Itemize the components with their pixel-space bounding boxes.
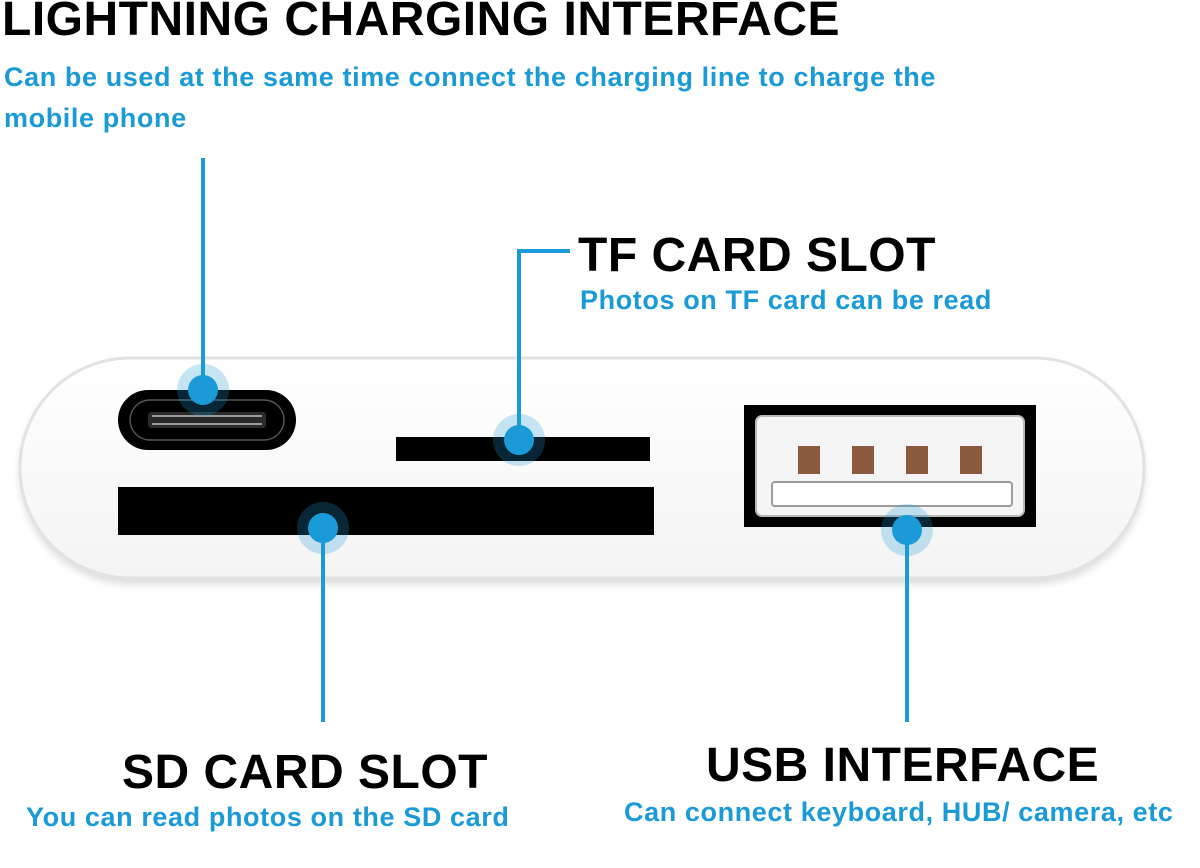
- sd-card-title: SD CARD SLOT: [122, 746, 488, 799]
- marker-dot-usb: [881, 504, 933, 556]
- lightning-description: Can be used at the same time connect the…: [4, 62, 936, 133]
- lightning-port: [118, 390, 296, 450]
- usb-title: USB INTERFACE: [706, 739, 1100, 792]
- usb-port: [744, 405, 1036, 527]
- marker-dot-lightning: [177, 364, 229, 416]
- tf-card-title: TF CARD SLOT: [578, 229, 936, 282]
- marker-dot-sd: [297, 502, 349, 554]
- marker-dots: [177, 364, 933, 556]
- usb-tongue: [771, 481, 1013, 507]
- leader-lines: [201, 158, 909, 722]
- leader-line-tf: [517, 249, 570, 440]
- sd-card-description: You can read photos on the SD card: [26, 802, 510, 832]
- usb-pins: [798, 446, 982, 474]
- lightning-title: LIGHTNING CHARGING INTERFACE: [2, 0, 840, 46]
- marker-dot-tf: [493, 414, 545, 466]
- lightning-pins: [152, 415, 262, 425]
- sd-card-slot: [118, 487, 654, 535]
- usb-description: Can connect keyboard, HUB/ camera, etc: [624, 797, 1174, 827]
- tf-card-description: Photos on TF card can be read: [580, 285, 992, 315]
